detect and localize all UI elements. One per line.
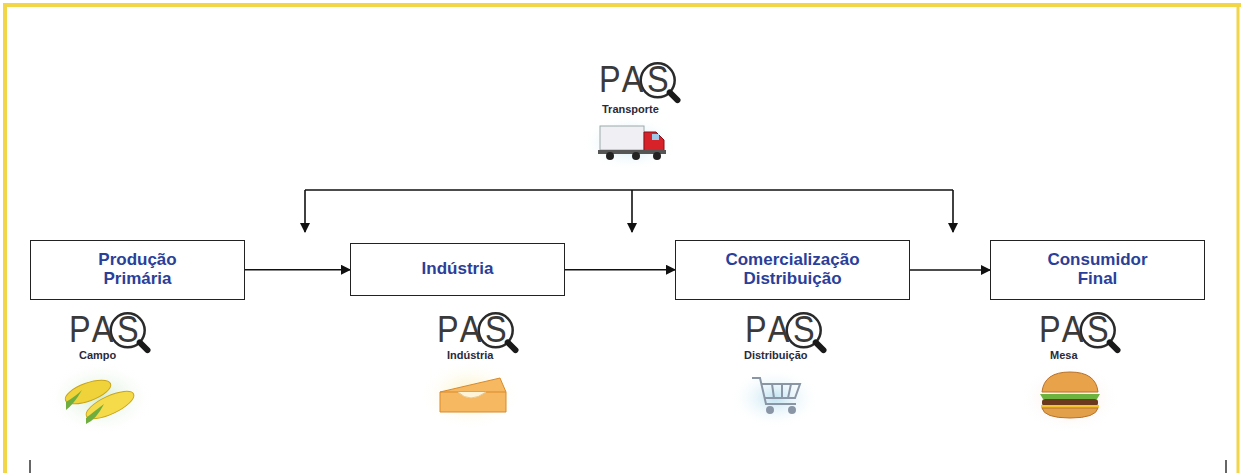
logo-caption: Mesa [1050,349,1078,361]
process-box: Consumidor Final [990,240,1205,300]
box-text: Produção Primária [73,251,203,288]
logo-text: PAS [745,312,818,348]
flow-arrow [565,269,675,271]
logo-text: PAS [599,62,672,98]
process-box: Indústria [350,243,565,296]
frame-border [5,5,1241,473]
logo-caption: Distribuição [744,349,808,361]
bracket-line [29,460,31,473]
logo-text: PAS [437,312,510,348]
logo-text: PAS [69,312,142,348]
process-box: Produção Primária [30,240,245,300]
cart-icon [730,368,820,428]
flow-arrow [910,269,990,271]
corn-icon [45,360,155,436]
bracket-line [1225,460,1227,473]
box-text: Indústria [422,260,494,279]
burger-icon [1020,363,1120,433]
truck-icon [582,115,678,171]
flow-arrow [245,269,350,271]
logo-caption: Transporte [602,103,659,115]
frame-border [1237,5,1240,473]
box-text: Comercialização Distribuição [713,251,873,288]
box-text: Consumidor Final [1043,251,1153,288]
transport-lines [305,190,953,232]
cheese-icon [420,360,520,430]
logo-caption: Campo [79,349,116,361]
process-box: Comercialização Distribuição [675,240,910,300]
logo-caption: Indústria [447,349,493,361]
logo-text: PAS [1039,312,1112,348]
